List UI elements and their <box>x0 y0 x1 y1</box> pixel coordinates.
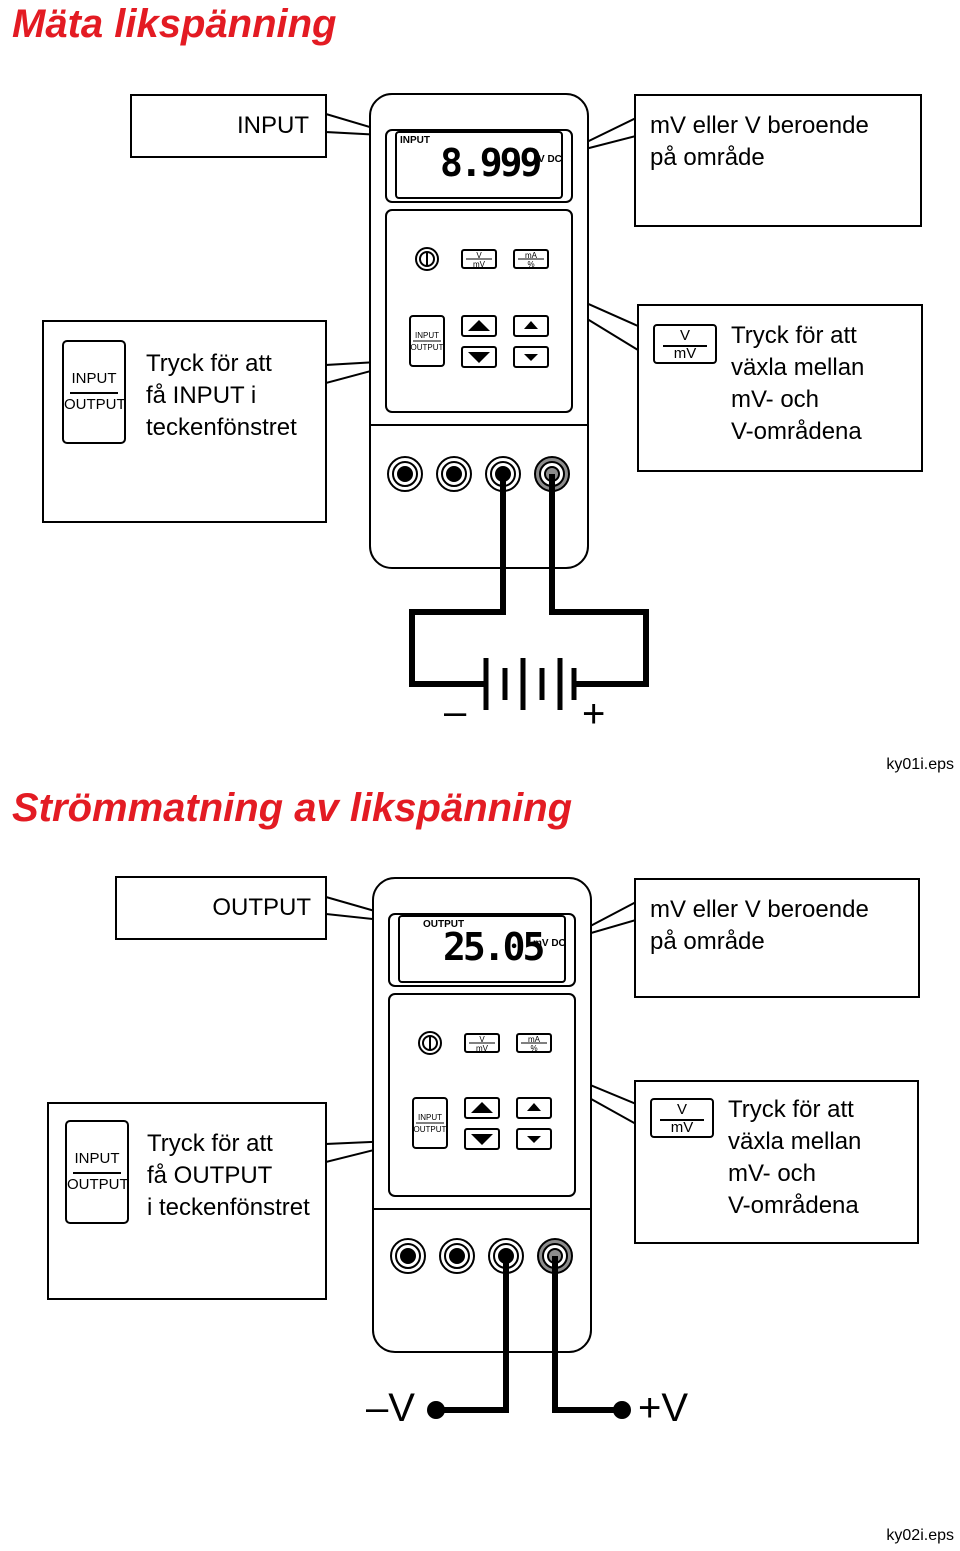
terminal-negative <box>427 1401 445 1419</box>
wire-positive <box>549 474 649 687</box>
input-output-key-icon: INPUT OUTPUT <box>62 340 126 444</box>
file-label-2: ky02i.eps <box>886 1527 954 1544</box>
svg-text:mV: mV <box>476 1044 489 1053</box>
callout-output: OUTPUT <box>115 876 327 940</box>
section1-title: Mäta likspänning <box>12 2 337 46</box>
down-arrow-small-icon <box>524 354 538 361</box>
display-unit-2: mV DC <box>533 938 566 949</box>
display-value-2: 25.05 <box>443 925 544 969</box>
down-arrow-small-icon-2 <box>527 1136 541 1143</box>
display-unit: V DC <box>538 154 562 165</box>
up-arrow-icon-2 <box>471 1102 493 1113</box>
file-label-1: ky01i.eps <box>886 756 954 773</box>
plus-v-label: +V <box>638 1386 689 1430</box>
svg-text:mA: mA <box>525 251 538 260</box>
display-window <box>395 131 563 199</box>
callout-range: mV eller V beroende på område <box>634 94 922 227</box>
callout-toggle: INPUT OUTPUT Tryck för att få INPUT i te… <box>42 320 327 523</box>
keypad-area <box>385 209 573 413</box>
svg-text:OUTPUT: OUTPUT <box>414 1125 447 1134</box>
calibrator-drawing-2: OUTPUT 25.05 mV DC V mV mA % INPUT OUTPU… <box>325 877 637 1419</box>
measure-diagram: INPUT 8.999 V DC V mV mA % INPUT OUTPUT … <box>0 0 960 760</box>
minus-label: – <box>444 690 467 734</box>
wire-negative-2 <box>436 1256 509 1413</box>
svg-text:INPUT: INPUT <box>418 1113 442 1122</box>
callout-input: INPUT <box>130 94 327 158</box>
wire-negative <box>409 474 506 687</box>
v-mv-key-icon-2: V mV <box>650 1098 714 1138</box>
callout-range-2: mV eller V beroende på område <box>634 878 920 998</box>
down-arrow-icon <box>468 352 490 363</box>
terminal-positive <box>613 1401 631 1419</box>
down-arrow-icon-2 <box>471 1134 493 1145</box>
display-label-2: OUTPUT <box>423 919 464 930</box>
v-mv-key-icon: V mV <box>653 324 717 364</box>
svg-text:%: % <box>530 1044 537 1053</box>
svg-text:%: % <box>527 260 534 269</box>
up-arrow-icon <box>468 320 490 331</box>
svg-text:V: V <box>476 251 482 260</box>
svg-text:mA: mA <box>528 1035 541 1044</box>
svg-text:V: V <box>479 1035 485 1044</box>
input-output-key-icon-2: INPUT OUTPUT <box>65 1120 129 1224</box>
up-arrow-small-icon-2 <box>527 1103 541 1111</box>
callout-vmv: V mV Tryck för att växla mellan mV- och … <box>637 304 923 472</box>
section2-title: Strömmatning av likspänning <box>12 786 573 830</box>
minus-v-label: –V <box>366 1386 415 1430</box>
calibrator-drawing: INPUT 8.999 V DC V mV mA % INPUT OUTPUT <box>325 93 649 710</box>
svg-text:OUTPUT: OUTPUT <box>411 343 444 352</box>
svg-text:INPUT: INPUT <box>415 331 439 340</box>
plus-label: + <box>582 692 606 736</box>
wire-positive-2 <box>552 1256 622 1413</box>
source-diagram: OUTPUT 25.05 mV DC V mV mA % INPUT OUTPU… <box>0 784 960 1544</box>
up-arrow-small-icon <box>524 321 538 329</box>
display-label: INPUT <box>400 135 430 146</box>
svg-text:mV: mV <box>473 260 486 269</box>
callout-toggle-2: INPUT OUTPUT Tryck för att få OUTPUT i t… <box>47 1102 327 1300</box>
display-value: 8.999 <box>440 141 541 185</box>
callout-vmv-2: V mV Tryck för att växla mellan mV- och … <box>634 1080 919 1244</box>
battery-symbol <box>483 658 577 710</box>
